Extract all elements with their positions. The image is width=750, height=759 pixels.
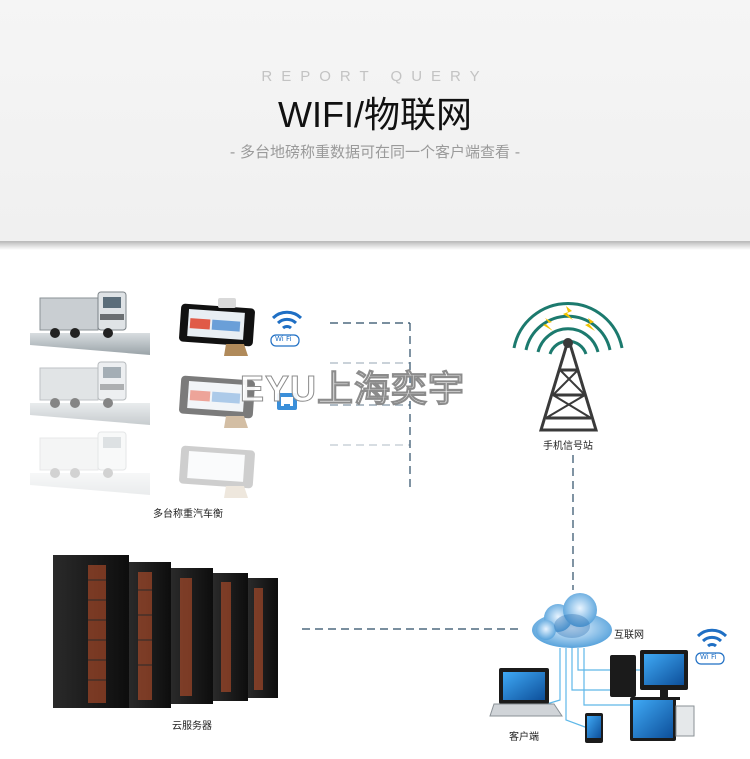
- cell-tower-icon: [512, 302, 624, 432]
- truck-scale-label: 多台称重汽车衡: [153, 509, 223, 520]
- wifi-icon-clients: [695, 628, 728, 665]
- wifi-icon: [270, 310, 303, 347]
- terminal-1: [179, 298, 255, 356]
- monitor-icon: [630, 697, 695, 741]
- dashed-links: [302, 322, 574, 630]
- page-subtitle: - 多台地磅称重数据可在同一个客户端查看 -: [229, 143, 521, 161]
- truck-scale-2: [30, 361, 150, 425]
- header-shadow: [0, 241, 750, 250]
- wifi-badge-text: Wi Fi: [275, 335, 292, 343]
- truck-scale-1: [30, 291, 150, 355]
- cloud-server-label: 云服务器: [172, 721, 212, 732]
- server-racks-icon: [53, 555, 278, 708]
- internet-label: 互联网: [614, 630, 644, 641]
- cell-tower-label: 手机信号站: [543, 441, 593, 452]
- phone-icon: [585, 713, 603, 743]
- terminal-3: [179, 445, 255, 498]
- client-label: 客户端: [509, 732, 539, 743]
- wifi-badge-text-clients: Wi Fi: [700, 653, 717, 661]
- laptop-icon: [489, 668, 563, 717]
- truck-scale-3: [30, 431, 150, 495]
- header-eyebrow: REPORT QUERY: [261, 68, 489, 85]
- internet-cloud-icon: [532, 593, 612, 648]
- watermark: EYU上海奕宇: [239, 368, 466, 410]
- page-title: WIFI/物联网: [278, 94, 472, 135]
- ethernet-port-icon: [277, 393, 297, 410]
- desktop-icon: [610, 650, 688, 700]
- terminal-2: [179, 375, 255, 428]
- header-banner: [0, 0, 750, 243]
